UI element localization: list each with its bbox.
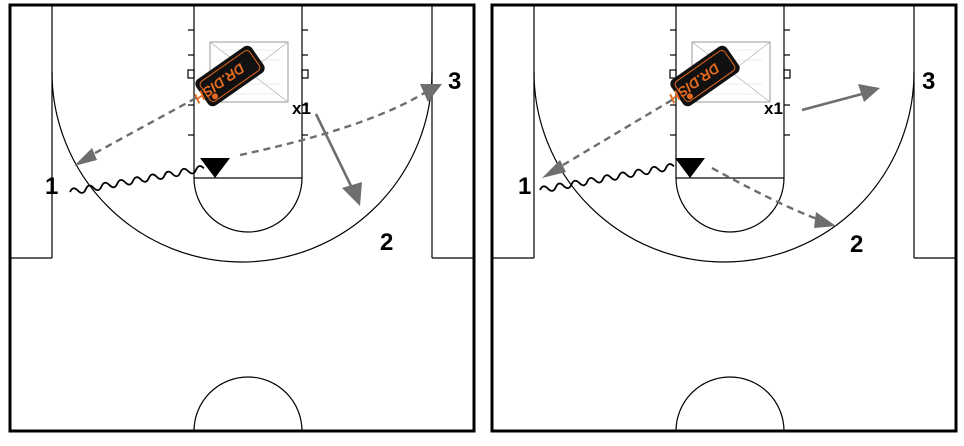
pass-arrow-to-3 — [239, 90, 427, 157]
player-2-label: 2 — [380, 229, 393, 256]
pass-arrow-machine-to-1 — [557, 98, 673, 170]
pass-arrow-machine-to-1 — [85, 96, 197, 160]
defender-label: x1 — [292, 99, 311, 118]
arrowhead — [74, 148, 97, 166]
arrowhead — [342, 182, 362, 206]
arrowhead — [420, 84, 442, 102]
triangle-marker-icon — [200, 158, 230, 178]
dribble-path-1 — [539, 163, 675, 192]
player-3-label: 3 — [922, 68, 935, 95]
arrowhead — [858, 84, 880, 102]
panel-1: DR.DISH 1 2 3 x1 — [8, 3, 476, 433]
arrowhead — [814, 212, 836, 228]
triangle-marker-icon — [675, 158, 705, 178]
defender-label: x1 — [764, 99, 783, 118]
cut-arrow-x1 — [801, 92, 863, 112]
player-1-label: 1 — [518, 173, 531, 200]
panel-2: DR.DISH 1 2 3 x1 — [490, 3, 958, 433]
pass-arrow-to-2 — [711, 166, 821, 222]
arrowhead — [542, 160, 566, 178]
dribble-path-1 — [69, 165, 205, 194]
player-1-label: 1 — [45, 173, 58, 200]
player-3-label: 3 — [448, 68, 461, 95]
player-2-label: 2 — [850, 231, 863, 258]
cut-arrow-x1 — [314, 113, 354, 189]
